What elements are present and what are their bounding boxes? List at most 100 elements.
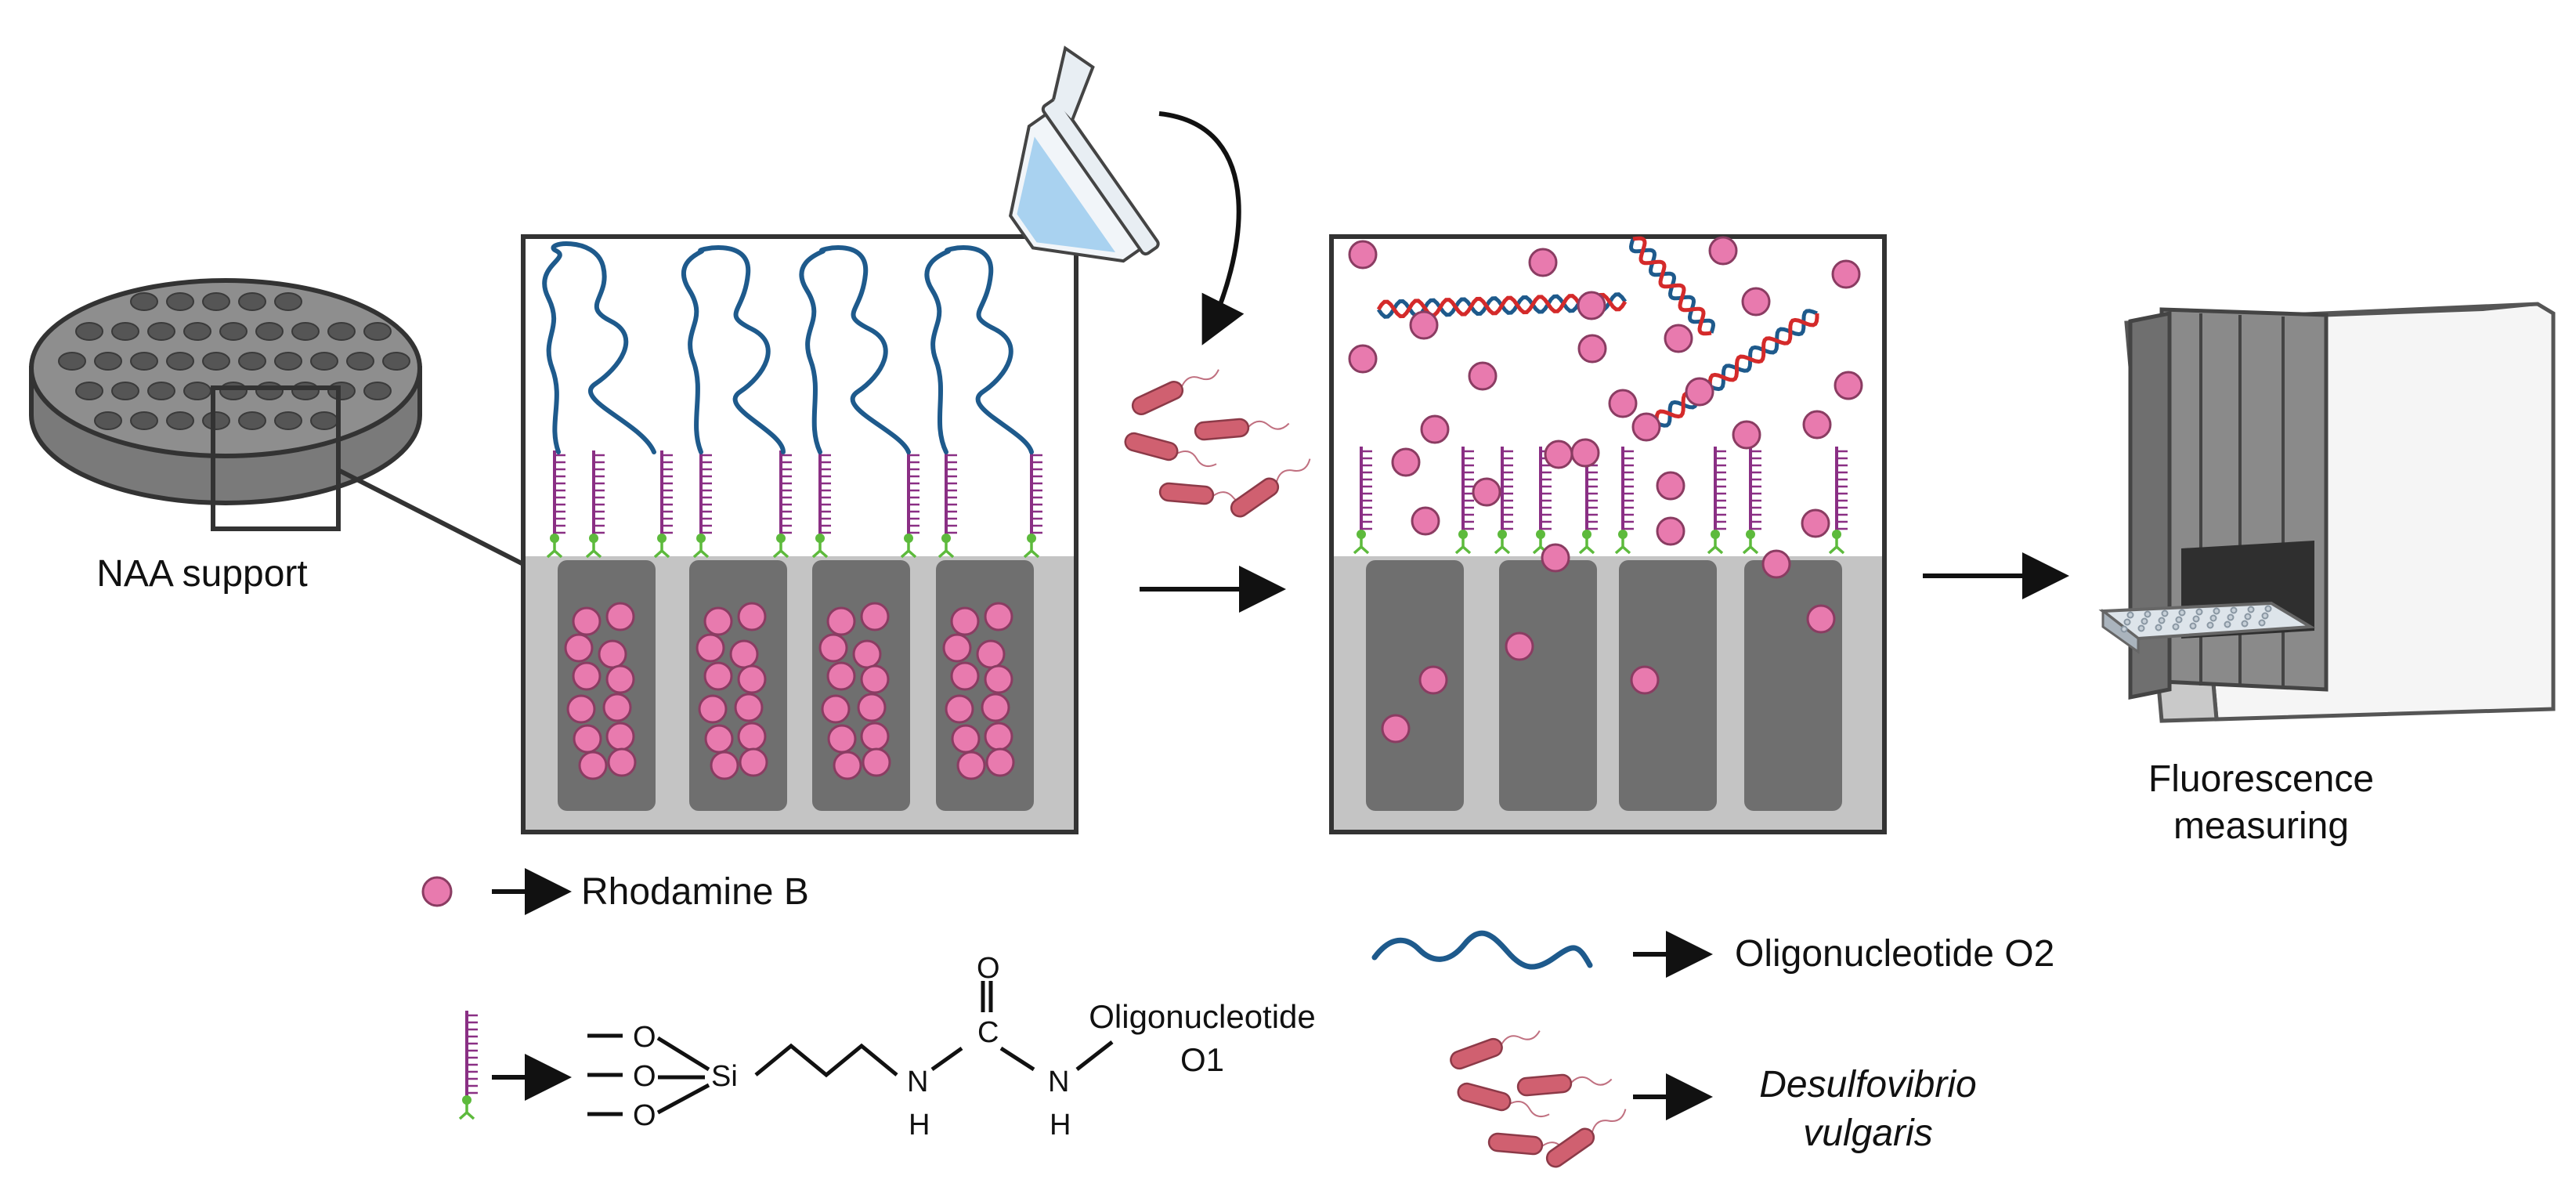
rhodamine-dot (737, 602, 767, 631)
naa-support-disc (29, 278, 525, 566)
plate-well (2230, 606, 2238, 614)
anchor-dot (1832, 530, 1841, 539)
rhodamine-dot (826, 661, 856, 691)
rhodamine-dot (1656, 516, 1685, 546)
rhodamine-dot (1761, 549, 1791, 579)
pore (558, 560, 656, 811)
oligo-o1-label-line1: Oligonucleotide (1089, 998, 1316, 1035)
disc-pore (183, 322, 211, 341)
rhodamine-dot (602, 693, 632, 722)
rhodamine-dot (695, 633, 725, 663)
bacterium-body (1131, 381, 1184, 415)
bacterium (1124, 432, 1217, 468)
rhodamine-dot (1577, 291, 1606, 320)
chem-atom-label: N (907, 1066, 928, 1098)
plate-well (2144, 610, 2151, 618)
pore (1366, 560, 1464, 811)
rhodamine-dot (984, 602, 1013, 631)
oligo-o1-label-line2: O1 (1180, 1041, 1224, 1078)
disc-pore (255, 322, 284, 341)
disc-pore (327, 382, 356, 400)
disc-pore (58, 352, 86, 371)
chem-atom-label: H (909, 1109, 930, 1142)
dna-strand (1632, 236, 1712, 336)
disc-pore (310, 411, 338, 430)
pore (936, 560, 1034, 811)
rhodamine-dot (1472, 477, 1501, 507)
rhodamine-dot-icon (421, 876, 453, 907)
anchor-dot (1582, 530, 1591, 539)
anchor-dot (657, 534, 667, 543)
rhodamine-dot (826, 606, 856, 636)
rhodamine-dot (1381, 714, 1411, 744)
anchor-foot (692, 541, 710, 559)
anchor-dot (1027, 534, 1036, 543)
chem-atom-label: Si (711, 1060, 738, 1093)
disc-pore (166, 411, 194, 430)
naa-support-label: NAA support (96, 553, 307, 595)
disc-pore (130, 411, 158, 430)
rhodamine-dot (1685, 377, 1714, 407)
rhodamine-dot (860, 722, 890, 751)
anchor-foot (900, 541, 917, 559)
legend-bacteria-icon (1450, 1030, 1627, 1168)
rhodamine-dot (860, 602, 890, 631)
bacterium-body (1457, 1082, 1512, 1112)
disc-pore (111, 322, 139, 341)
disc-pore (238, 292, 266, 311)
rhodamine-dot (1806, 604, 1836, 634)
zoom-box (211, 385, 341, 531)
rhodamine-dot (739, 747, 768, 777)
anchor-foot (1707, 537, 1724, 555)
rhodamine-dot (1630, 665, 1660, 695)
anchor-dot (1746, 530, 1755, 539)
anchor-dot (550, 534, 559, 543)
chem-atom-label: C (977, 1016, 999, 1049)
rhodamine-dot (605, 664, 635, 694)
rhodamine-dot (710, 751, 739, 780)
anchor-foot (1742, 537, 1759, 555)
oligo-o1-strand (681, 245, 786, 454)
bacterium-body (1516, 1073, 1573, 1097)
disc-pore (274, 292, 302, 311)
bacterium (1450, 1030, 1541, 1070)
rhodamine-dot (573, 724, 602, 754)
plate-well (2227, 613, 2235, 621)
bacterium (1457, 1082, 1550, 1118)
oligo-o1-strand (542, 241, 656, 454)
anchor-foot (1578, 537, 1595, 555)
oligo-o2-label: Oligonucleotide O2 (1735, 933, 2054, 975)
disc-pore (327, 322, 356, 341)
plate-well (2189, 622, 2197, 630)
rhodamine-label: Rhodamine B (581, 871, 809, 913)
rhodamine-dot (852, 639, 882, 669)
rhodamine-dot (1570, 438, 1600, 468)
rhodamine-dot (1468, 361, 1498, 391)
disc-pore (310, 352, 338, 371)
rhodamine-dot (985, 747, 1015, 777)
rhodamine-dot (950, 606, 980, 636)
disc-pore (147, 322, 175, 341)
disc-pore (183, 382, 211, 400)
plate-well (2213, 607, 2220, 615)
rhodamine-dot (1348, 344, 1378, 374)
linker-icon (458, 1011, 478, 1120)
plate-well (2241, 620, 2249, 628)
flagellum (1275, 458, 1311, 483)
bacterium-body (1545, 1127, 1595, 1168)
rhodamine-dot (605, 722, 635, 751)
disc-pore (94, 352, 122, 371)
anchor-foot (1454, 537, 1472, 555)
rhodamine-dot (981, 693, 1010, 722)
disc-pore (346, 352, 374, 371)
pore (1744, 560, 1842, 811)
anchor-foot (811, 541, 829, 559)
rhodamine-dot (1831, 259, 1861, 289)
rhodamine-dot (703, 606, 733, 636)
plate-well (2161, 610, 2169, 617)
chem-atom-label: O (977, 952, 1000, 985)
rhodamine-dot (821, 694, 851, 724)
anchor-foot (1353, 537, 1370, 555)
anchor-dot (1711, 530, 1720, 539)
